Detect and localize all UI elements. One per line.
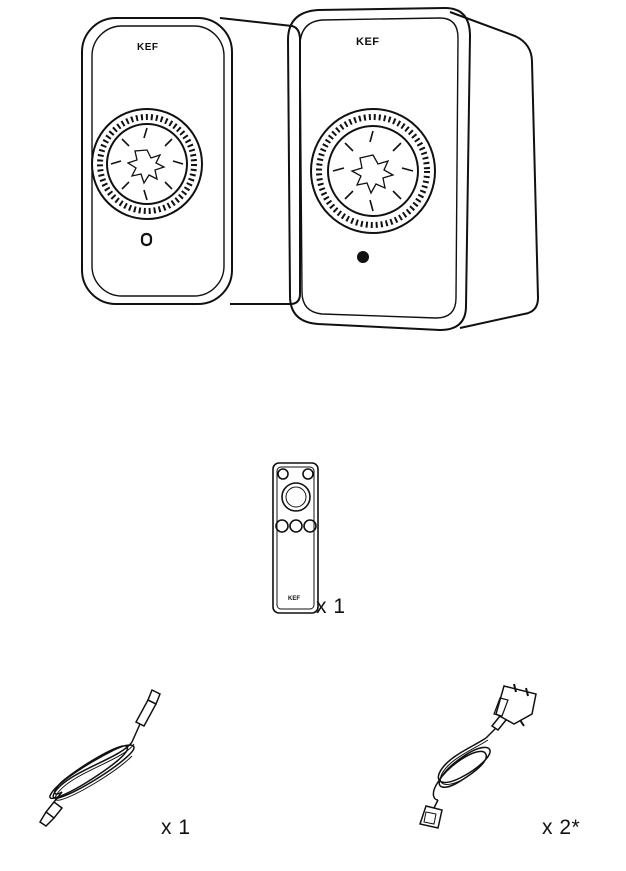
remote-left-button [275,519,289,533]
left-speaker-logo: KEF [137,42,159,53]
right-speaker [286,6,472,332]
left-speaker [81,17,233,305]
right-speaker-logo: KEF [356,36,380,48]
remote-top-right-button [302,468,314,480]
power-cable-quantity: x 2* [542,816,581,839]
remote-top-left-button [277,468,289,480]
remote-dial [281,482,311,512]
remote-logo: KEF [288,596,300,602]
right-tweeter [350,154,395,195]
speakers-illustration: KEF KEF [60,6,550,336]
left-led-icon [140,232,153,247]
right-led-icon [357,251,369,263]
optical-cable-quantity: x 1 [161,816,191,839]
power-cable-illustration [404,680,550,834]
optical-cable-illustration [34,684,164,830]
right-speaker-side [449,11,540,329]
remote-right-button [303,519,317,533]
remote-quantity: x 1 [316,595,346,618]
left-speaker-side [219,17,301,305]
left-tweeter [126,149,166,185]
remote-center-button [289,519,303,533]
remote-control-illustration: KEF [272,462,320,614]
